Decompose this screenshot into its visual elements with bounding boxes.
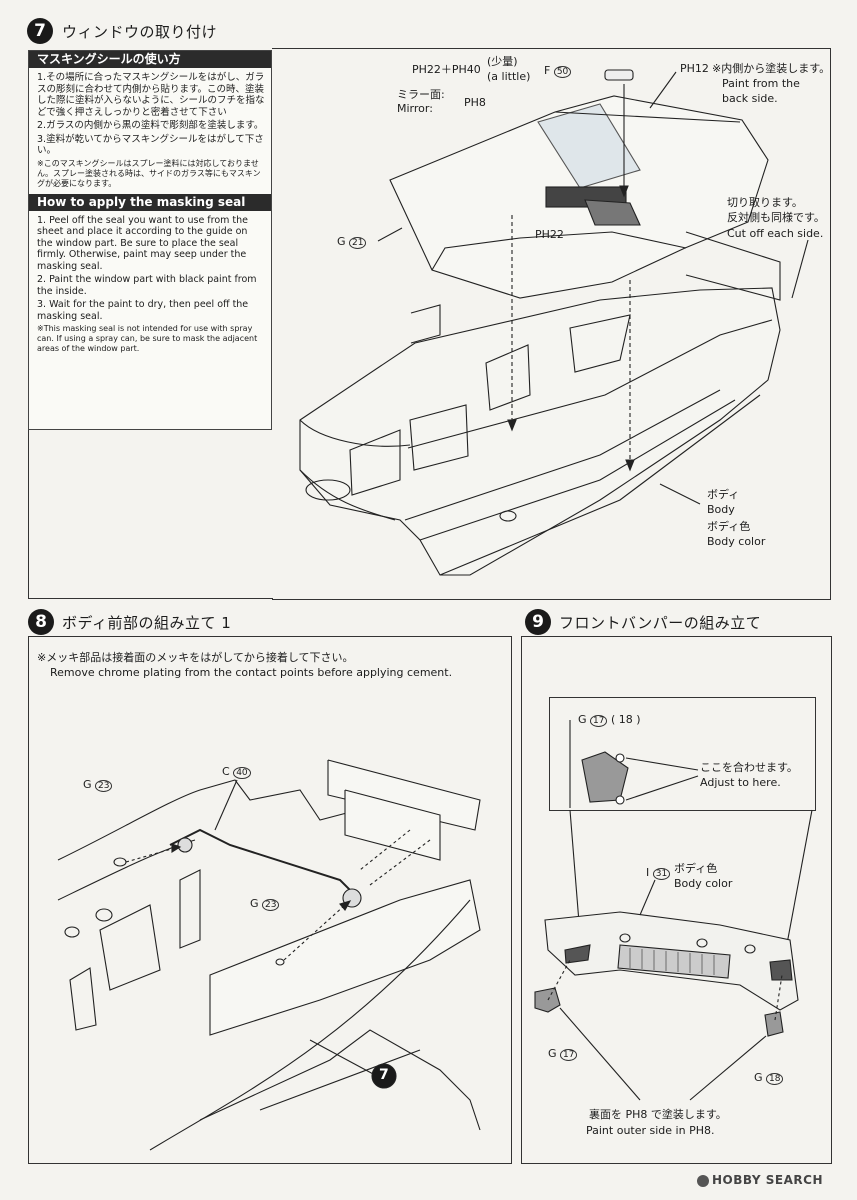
step-7-frame	[272, 48, 831, 600]
mirror-paint: PH8	[464, 96, 486, 109]
masking-jp-step-3: 3.塗料が乾いてからマスキングシールをはがして下さい。	[37, 133, 264, 157]
body-jp: ボディ	[707, 488, 740, 501]
cut-jp-1: 切り取ります。	[727, 196, 803, 209]
ph12-jp: ※内側から塗装します。	[712, 62, 831, 75]
step-8-note-en: Remove chrome plating from the contact p…	[50, 666, 453, 679]
masking-instructions-box: マスキングシールの使い方 1.その場所に合ったマスキングシールをはがし、ガラスの…	[28, 50, 272, 430]
step-7-number: 7	[27, 18, 53, 44]
cut-en: Cut off each side.	[727, 227, 824, 240]
part-g18-label: G 18	[754, 1071, 784, 1086]
masking-en-step-2: 2. Paint the window part with black pain…	[37, 274, 257, 297]
body-en: Body	[707, 503, 735, 516]
part-g23a-label: G 23	[83, 778, 113, 793]
masking-jp-header: マスキングシールの使い方	[29, 51, 271, 68]
step-8-note-jp: ※メッキ部品は接着面のメッキをはがしてから接着して下さい。	[37, 651, 354, 664]
masking-jp-step-2: 2.ガラスの内側から黒の塗料で彫刻部を塗装します。	[37, 120, 264, 131]
cut-jp-2: 反対側も同様です。	[727, 211, 825, 224]
paint-en: Paint outer side in PH8.	[586, 1124, 715, 1137]
paint-jp: 裏面を PH8 で塗装します。	[589, 1108, 727, 1121]
paint-mix-en: (a little)	[487, 70, 531, 83]
ph12-label: PH12	[680, 62, 709, 75]
part-g17-label: G 17	[548, 1047, 578, 1062]
part-g23b-label: G 23	[250, 897, 280, 912]
masking-jp-step-1: 1.その場所に合ったマスキングシールをはがし、ガラスの彫刻に合わせて内側から貼り…	[37, 72, 265, 118]
step-9-number: 9	[525, 609, 551, 635]
masking-en-step-1: 1. Peel off the seal you want to use fro…	[37, 214, 249, 272]
part-g21-label: G 21	[337, 235, 367, 250]
step-8-frame	[28, 636, 512, 1164]
part-c40-label: C 40	[222, 765, 251, 780]
body-color-en: Body color	[707, 535, 766, 548]
adjust-en: Adjust to here.	[700, 776, 781, 789]
body-color-jp: ボディ色	[707, 520, 751, 533]
inset-part-label: G 17 ( 18 )	[578, 713, 641, 727]
ph12-en-1: Paint from the	[722, 77, 800, 90]
part-i31-label: I 31	[646, 866, 671, 881]
step-9-frame	[521, 636, 832, 1164]
paint-mix-label: PH22＋PH40	[412, 63, 481, 76]
masking-en-note: ※This masking seal is not intended for u…	[37, 324, 258, 353]
masking-jp-note: ※このマスキングシールはスプレー塗料には対応しておりません。スプレー塗装される時…	[37, 158, 261, 188]
paint-mix-jp: (少量)	[487, 55, 518, 68]
ph22-label: PH22	[535, 228, 564, 241]
step-8-number: 8	[28, 609, 54, 635]
i-color-jp: ボディ色	[674, 862, 718, 875]
step-9-title: フロントバンパーの組み立て	[559, 614, 762, 632]
step-7-frame-lower	[28, 428, 273, 599]
mirror-en: Mirror:	[397, 102, 433, 115]
hobby-search-logo-icon: HOBBY SEARCH	[697, 1173, 823, 1187]
ph12-en-2: back side.	[722, 92, 778, 105]
masking-en-step-3: 3. Wait for the paint to dry, then peel …	[37, 299, 249, 322]
step-9-inset	[549, 697, 816, 811]
part-f-label: F 50	[544, 64, 572, 79]
adjust-jp: ここを合わせます。	[700, 761, 798, 774]
step-8-title: ボディ前部の組み立て 1	[62, 614, 232, 632]
ref-step-7: 7	[379, 1067, 389, 1083]
i-color-en: Body color	[674, 877, 733, 890]
masking-en-header: How to apply the masking seal	[29, 193, 271, 211]
step-7-title: ウィンドウの取り付け	[62, 23, 218, 41]
mirror-jp: ミラー面:	[397, 88, 445, 101]
